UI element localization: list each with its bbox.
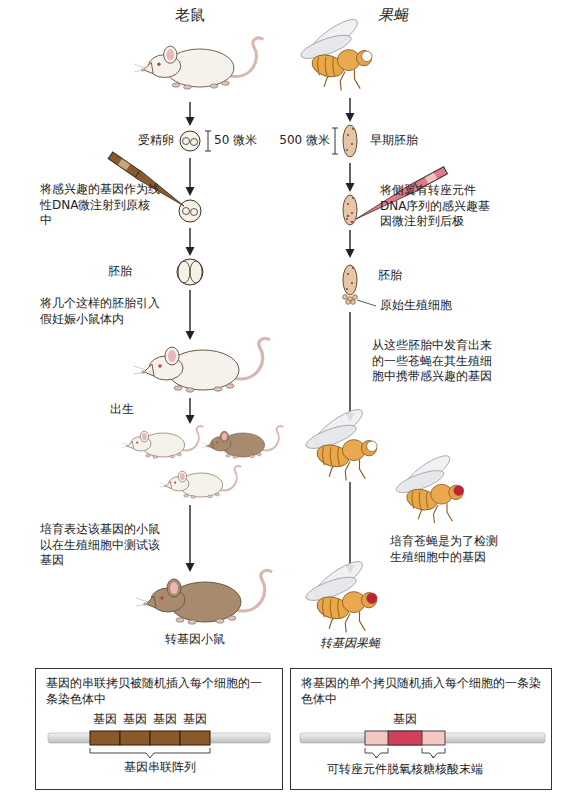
part-label: 基因 [177,712,213,728]
flow-arrow [346,163,355,192]
bracket [422,748,445,758]
step-label: 胚胎 [378,268,430,284]
part-label: 基因 [87,712,123,728]
mouse-figure [122,426,204,458]
step-label: 早期胚胎 [370,133,450,149]
fly-figure [298,14,372,91]
flow-arrow [186,158,195,196]
step-label: 培育苍蝇是为了检测生殖细胞中的基因 [390,534,508,565]
transposon-end [365,731,445,745]
scale-bar [205,131,211,151]
step-label: 受精卵 [108,133,174,149]
mouse-figure [160,466,242,498]
fertilized-egg [179,200,201,222]
leader-line [357,300,376,306]
gene-copy [388,731,422,745]
step-label: 从这些胚胎中发育出来的一些苍蝇在其生殖细胞中携带感兴趣的基因 [372,338,497,385]
fly-figure [303,556,377,633]
step-label: 出生 [110,402,160,418]
fly-embryo [343,125,357,157]
step-label: 原始生殖细胞 [380,298,480,314]
fly-figure [394,450,464,523]
mouse-figure [202,426,284,458]
step-label: 500 微米 [252,133,330,149]
flow-arrow [186,505,195,572]
step-label: 胚胎 [108,264,160,280]
gene-copy [90,731,120,745]
step-label: 将感兴趣的基因作为线性DNA微注射到原核中 [40,182,162,229]
part-label: 基因 [117,712,153,728]
injected-dna [347,215,350,218]
mouse-figure [134,338,270,392]
step-label: 50 微米 [214,133,284,149]
bracket [365,748,388,758]
flow-arrow [186,398,195,424]
fly-embryo [343,195,357,225]
step-label: 培育表达该基因的小鼠以在生殖细胞中测试该基因 [40,522,162,569]
panel-caption: 将基因的单个拷贝随机插入每个细胞的一条染色体中 [291,669,551,713]
mouse-figure [136,570,272,624]
two-cell-embryo [177,259,203,285]
gene-copy [180,731,210,745]
part-label: 基因 [385,712,425,728]
flow-arrow [346,312,355,422]
bracket [376,756,433,758]
fly-embryo [343,265,358,304]
part-label: 可转座元件脱氧核糖核酸末端 [300,762,510,778]
column-title: 老鼠 [165,6,215,26]
scale-bar [332,128,338,154]
panel-caption: 基因的串联拷贝被随机插入每个细胞的一条染色体中 [36,669,282,713]
flow-arrow [346,98,355,122]
flow-arrow [186,290,195,340]
fertilized-egg [180,131,200,151]
flow-arrow [186,102,195,126]
fly-figure [303,404,377,481]
flow-arrow [346,230,355,258]
part-label: 基因串联阵列 [95,760,225,776]
injected-dna [351,221,354,224]
step-label: 转基因小鼠 [145,632,245,648]
part-label: 基因 [147,712,183,728]
flow-arrow [186,228,195,256]
flow-arrow [346,482,355,574]
bracket [90,748,210,758]
gene-copy [120,731,150,745]
step-label: 转基因果蝇 [295,636,405,652]
step-label: 将几个这样的胚胎引入假妊娠小鼠体内 [40,296,160,327]
column-title: 果蝇 [368,6,418,26]
step-label: 将侧翼有转座元件DNA序列的感兴趣基因微注射到后极 [380,183,492,230]
mouse-figure [134,38,263,89]
gene-copy [150,731,180,745]
